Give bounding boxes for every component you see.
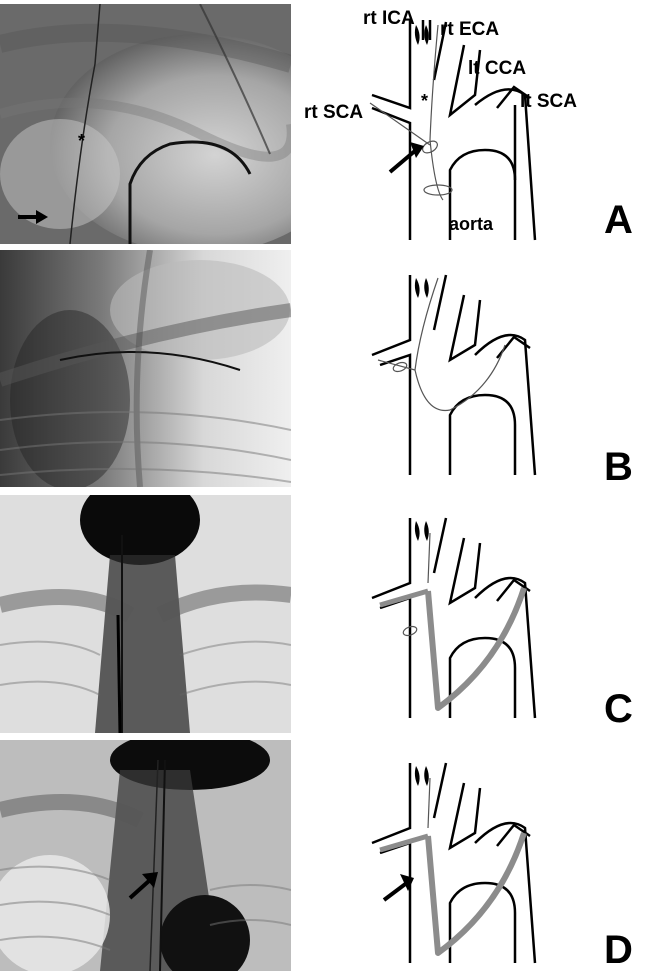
xray-image-c: [0, 495, 291, 733]
label-rt-sca: rt SCA: [304, 103, 363, 122]
vessel-diagram-d: [300, 758, 600, 968]
asterisk-marker-a-xray: *: [78, 132, 85, 150]
panel-letter-c: C: [604, 689, 633, 729]
label-lt-cca: lt CCA: [468, 59, 526, 78]
panel-letter-b: B: [604, 447, 633, 487]
label-rt-ica: rt ICA: [363, 9, 415, 28]
panel-letter-d: D: [604, 930, 633, 970]
vessel-diagram-b: [300, 270, 600, 480]
label-aorta: aorta: [449, 215, 493, 233]
xray-image-b: [0, 250, 291, 487]
asterisk-marker-a-diagram: *: [421, 92, 428, 110]
arrow-icon-a-xray: [18, 208, 50, 226]
arrow-icon-d-xray: [128, 870, 160, 900]
label-rt-eca: rt ECA: [440, 20, 499, 39]
vessel-diagram-c: [300, 513, 600, 723]
panel-letter-a: A: [604, 200, 633, 240]
xray-image-d: [0, 740, 291, 971]
label-lt-sca: lt SCA: [520, 92, 577, 111]
